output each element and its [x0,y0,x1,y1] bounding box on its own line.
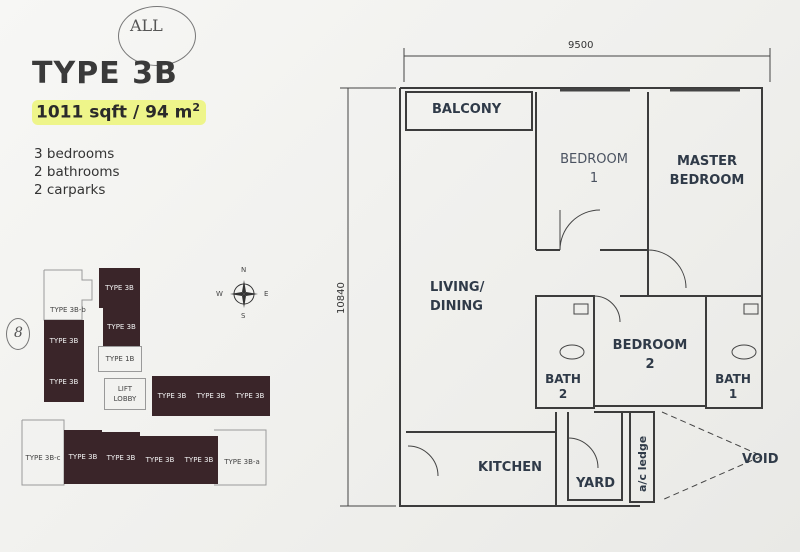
room-master-bedroom: MASTER BEDROOM [662,152,752,190]
key-unit-3b: TYPE 3B [64,430,102,484]
room-master-label-2: BEDROOM [669,173,745,188]
compass-east: E [264,290,269,298]
key-unit-3b: TYPE 3B [102,432,140,484]
room-bedroom-1-label: BEDROOM [560,152,628,167]
handwritten-circle [6,318,30,350]
spec-carparks: 2 carparks [34,182,106,198]
compass-rose-icon [230,280,258,308]
room-living-label-1: LIVING/ [430,280,485,295]
room-master-label-1: MASTER [676,154,738,169]
room-balcony: BALCONY [432,102,502,117]
key-unit-3b-a: TYPE 3B-a [224,458,260,466]
key-unit-3b: TYPE 3B [180,436,218,484]
key-unit-3b: TYPE 3B [152,376,192,416]
unit-area: 1011 sqft / 94 m2 [32,100,207,125]
key-unit-1b: TYPE 1B [98,346,142,372]
room-bedroom-1: BEDROOM 1 [550,150,638,188]
key-unit-3b: TYPE 3B [140,436,180,484]
room-bath-1-label: BATH [715,372,751,386]
dimension-height: 10840 [336,282,347,314]
spec-bathrooms: 2 bathrooms [34,164,120,180]
key-unit-3b: TYPE 3B [192,376,230,416]
room-bath-2-number: 2 [558,387,568,401]
room-kitchen: KITCHEN [478,460,542,475]
room-living-label-2: DINING [430,299,483,314]
handwritten-all-note: ALL [130,16,163,35]
compass-south: S [241,312,246,320]
area-m2-superscript: 2 [192,101,201,114]
key-unit-3b: TYPE 3B [44,362,84,402]
room-bath-1-number: 1 [728,387,738,401]
handwritten-number: 8 [14,325,23,341]
room-bedroom-2-number: 2 [645,357,655,372]
lift-label-2: LOBBY [113,395,137,403]
dimension-width: 9500 [568,40,594,51]
unit-type-title: TYPE 3B [32,56,178,91]
area-sqft: 1011 sqft [36,102,128,123]
key-unit-3b: TYPE 3B [44,320,84,362]
key-lift-lobby: LIFT LOBBY [104,378,146,410]
key-unit-3b-c: TYPE 3B-c [25,454,61,462]
room-bedroom-2-label: BEDROOM [612,338,688,353]
key-unit-3b-b: TYPE 3B-b [50,306,86,314]
room-bedroom-2: BEDROOM 2 [604,336,696,374]
key-unit-3b: TYPE 3B [230,376,270,416]
lift-label-1: LIFT [117,385,133,393]
room-bedroom-1-number: 1 [589,171,599,186]
compass-north: N [241,266,247,274]
room-living-dining: LIVING/DINING [430,278,484,316]
room-ac-ledge: a/c ledge [636,435,649,492]
area-separator: / [127,102,146,123]
room-void: VOID [742,452,779,467]
room-bath-2-label: BATH [545,372,581,386]
compass-west: W [216,290,223,298]
handwritten-circle [118,6,196,66]
key-unit-3b: TYPE 3B [99,268,140,308]
area-m2: 94 m [145,102,193,123]
room-yard: YARD [576,476,616,491]
key-unit-3b: TYPE 3B [103,308,140,346]
spec-bedrooms: 3 bedrooms [34,146,115,162]
